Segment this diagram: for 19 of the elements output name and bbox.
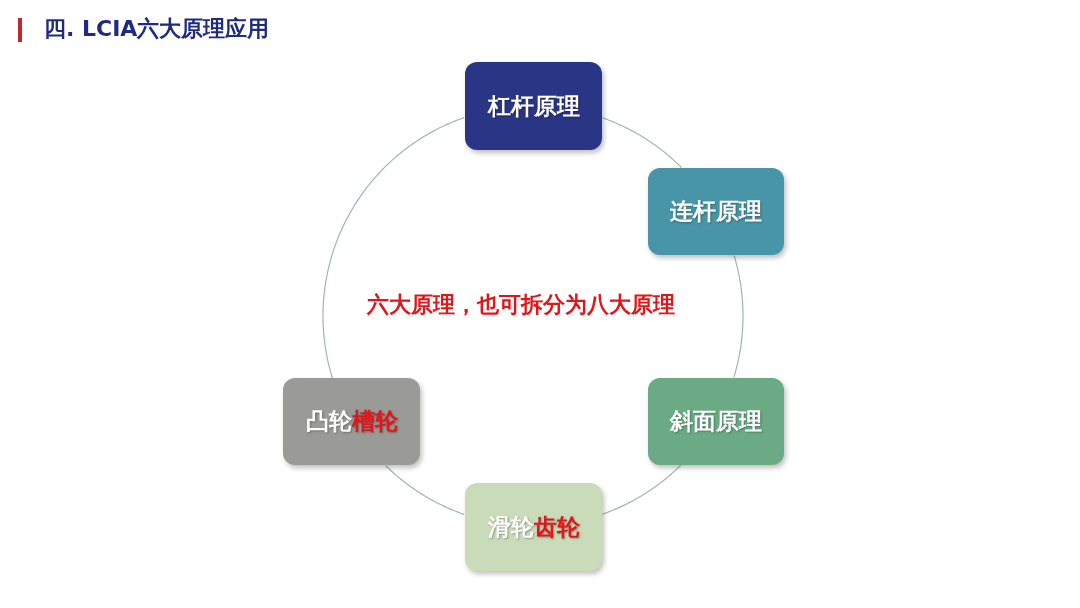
principle-label: 凸轮 (305, 407, 352, 436)
circle-arc-connector (602, 117, 683, 169)
circle-arc-connector (733, 254, 744, 378)
principle-box (465, 62, 602, 150)
principle-box (648, 168, 784, 255)
principle-label: 连杆原理 (670, 197, 762, 226)
principle-label: 斜面原理 (670, 407, 762, 436)
principle-label: 槽轮 (351, 407, 398, 436)
circle-arc-connector (385, 464, 465, 515)
principle-label: 齿轮 (533, 512, 580, 542)
principle-box (283, 378, 420, 465)
circle-arc-connector (322, 117, 465, 379)
principle-box (648, 378, 784, 465)
principle-label: 杠杆原理 (487, 91, 580, 121)
slide-title: 四. LCIA六大原理应用 (44, 15, 270, 43)
principle-label: 滑轮 (487, 512, 534, 542)
principle-box (465, 483, 602, 571)
center-note: 六大原理，也可拆分为八大原理 (367, 291, 675, 319)
circle-arc-connector (602, 464, 682, 515)
